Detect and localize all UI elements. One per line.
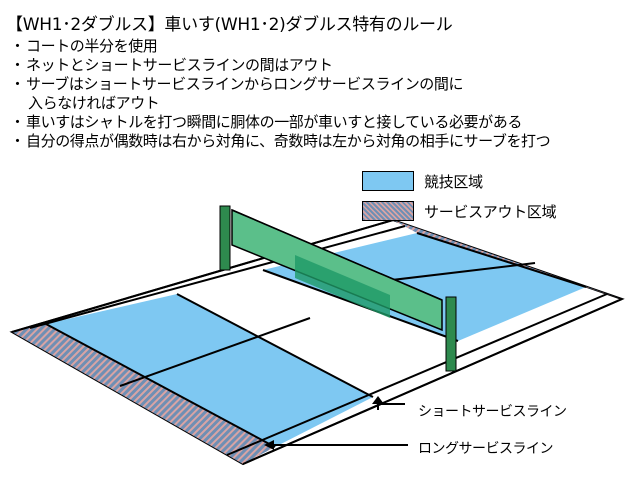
net-post-right <box>445 296 457 372</box>
short-service-arrowhead <box>372 396 384 404</box>
rules-list: コートの半分を使用 ネットとショートサービスラインの間はアウト サーブはショート… <box>10 37 551 151</box>
rule-item: 車いすはシャトルを打つ瞬間に胴体の一部が車いすと接している必要がある <box>10 113 550 132</box>
rule-text-continuation: 入らなければアウト <box>28 94 160 112</box>
near-out-zone <box>12 324 275 464</box>
legend-label-out: サービスアウト区域 <box>424 202 557 221</box>
legend-label-play: 競技区域 <box>424 172 483 191</box>
rule-text: 車いすはシャトルを打つ瞬間に胴体の一部が車いすと接している必要がある <box>26 113 522 131</box>
net-cord <box>231 209 443 301</box>
page-title: 【WH1･2ダブルス】車いす(WH1･2)ダブルス特有のルール <box>6 15 453 35</box>
legend: 競技区域 サービスアウト区域 <box>362 168 557 228</box>
rule-text: 自分の得点が偶数時は右から対角に、奇数時は左から対角の相手にサーブを打つ <box>26 132 551 150</box>
rule-text: ネットとショートサービスラインの間はアウト <box>26 56 333 74</box>
legend-item-out-area: サービスアウト区域 <box>362 198 557 224</box>
long-service-line-label: ロングサービスライン <box>418 441 554 457</box>
net-post-left <box>219 205 231 271</box>
legend-swatch-play <box>362 171 414 191</box>
rule-item: ネットとショートサービスラインの間はアウト <box>10 56 550 75</box>
legend-swatch-out <box>362 201 414 221</box>
net-dark-band <box>295 255 390 318</box>
short-service-arrow <box>377 403 405 410</box>
rule-item: 自分の得点が偶数時は右から対角に、奇数時は左から対角の相手にサーブを打つ <box>10 132 551 151</box>
rule-text: サーブはショートサービスラインからロングサービスラインの間に <box>26 75 464 93</box>
legend-item-play-area: 競技区域 <box>362 168 556 194</box>
rule-item: コートの半分を使用 <box>10 37 550 56</box>
court-lines <box>11 219 623 465</box>
short-service-line-label: ショートサービスライン <box>418 404 567 420</box>
near-play-zone <box>46 294 373 447</box>
rule-text: コートの半分を使用 <box>26 37 158 55</box>
long-service-arrowhead <box>264 440 274 450</box>
